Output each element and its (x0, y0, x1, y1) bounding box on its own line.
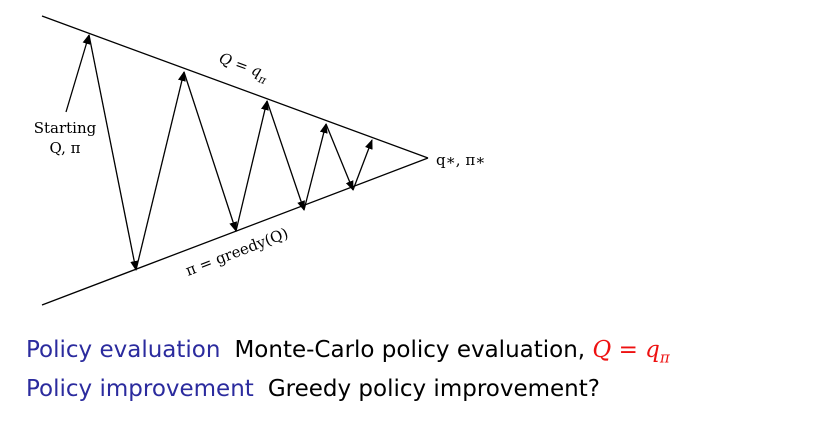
zigzag-arrow (352, 139, 373, 191)
lower-line-label: π = greedy(Q) (183, 224, 291, 280)
formula-subscript: π (659, 348, 670, 367)
upper-line-label: Q = qπ (215, 49, 271, 87)
policy-improvement-text: Greedy policy improvement? (267, 376, 600, 402)
zigzag-arrow (135, 71, 186, 271)
policy-evaluation-formula: Q = qπ (592, 337, 669, 366)
zigzag-arrow (235, 100, 269, 232)
apex-label: q∗, π∗ (436, 151, 485, 169)
zigzag-arrow (266, 100, 305, 211)
zigzag-arrow (303, 123, 328, 211)
zigzag-arrow (88, 34, 139, 271)
policy-improvement-line: Policy improvement Greedy policy improvem… (26, 378, 816, 401)
formula-base: Q = q (592, 337, 660, 363)
policy-evaluation-line: Policy evaluation Monte-Carlo policy eval… (26, 339, 816, 366)
upper-boundary-line (41, 15, 429, 159)
policy-evaluation-text: Monte-Carlo policy evaluation, (234, 337, 593, 363)
start-label-line2: Q, π (50, 139, 81, 157)
policy-evaluation-term: Policy evaluation (26, 337, 221, 363)
policy-iteration-diagram: Starting Q, π Q = qπ π = greedy(Q) q∗, π… (34, 15, 485, 306)
zigzag-arrow (325, 123, 354, 191)
zigzag-arrow (183, 71, 238, 232)
upper-line-label-base: Q = q (217, 49, 265, 81)
lower-boundary-line (41, 157, 429, 306)
start-arrow (65, 34, 91, 113)
start-label-line1: Starting (34, 119, 97, 137)
policy-improvement-term: Policy improvement (26, 376, 254, 402)
